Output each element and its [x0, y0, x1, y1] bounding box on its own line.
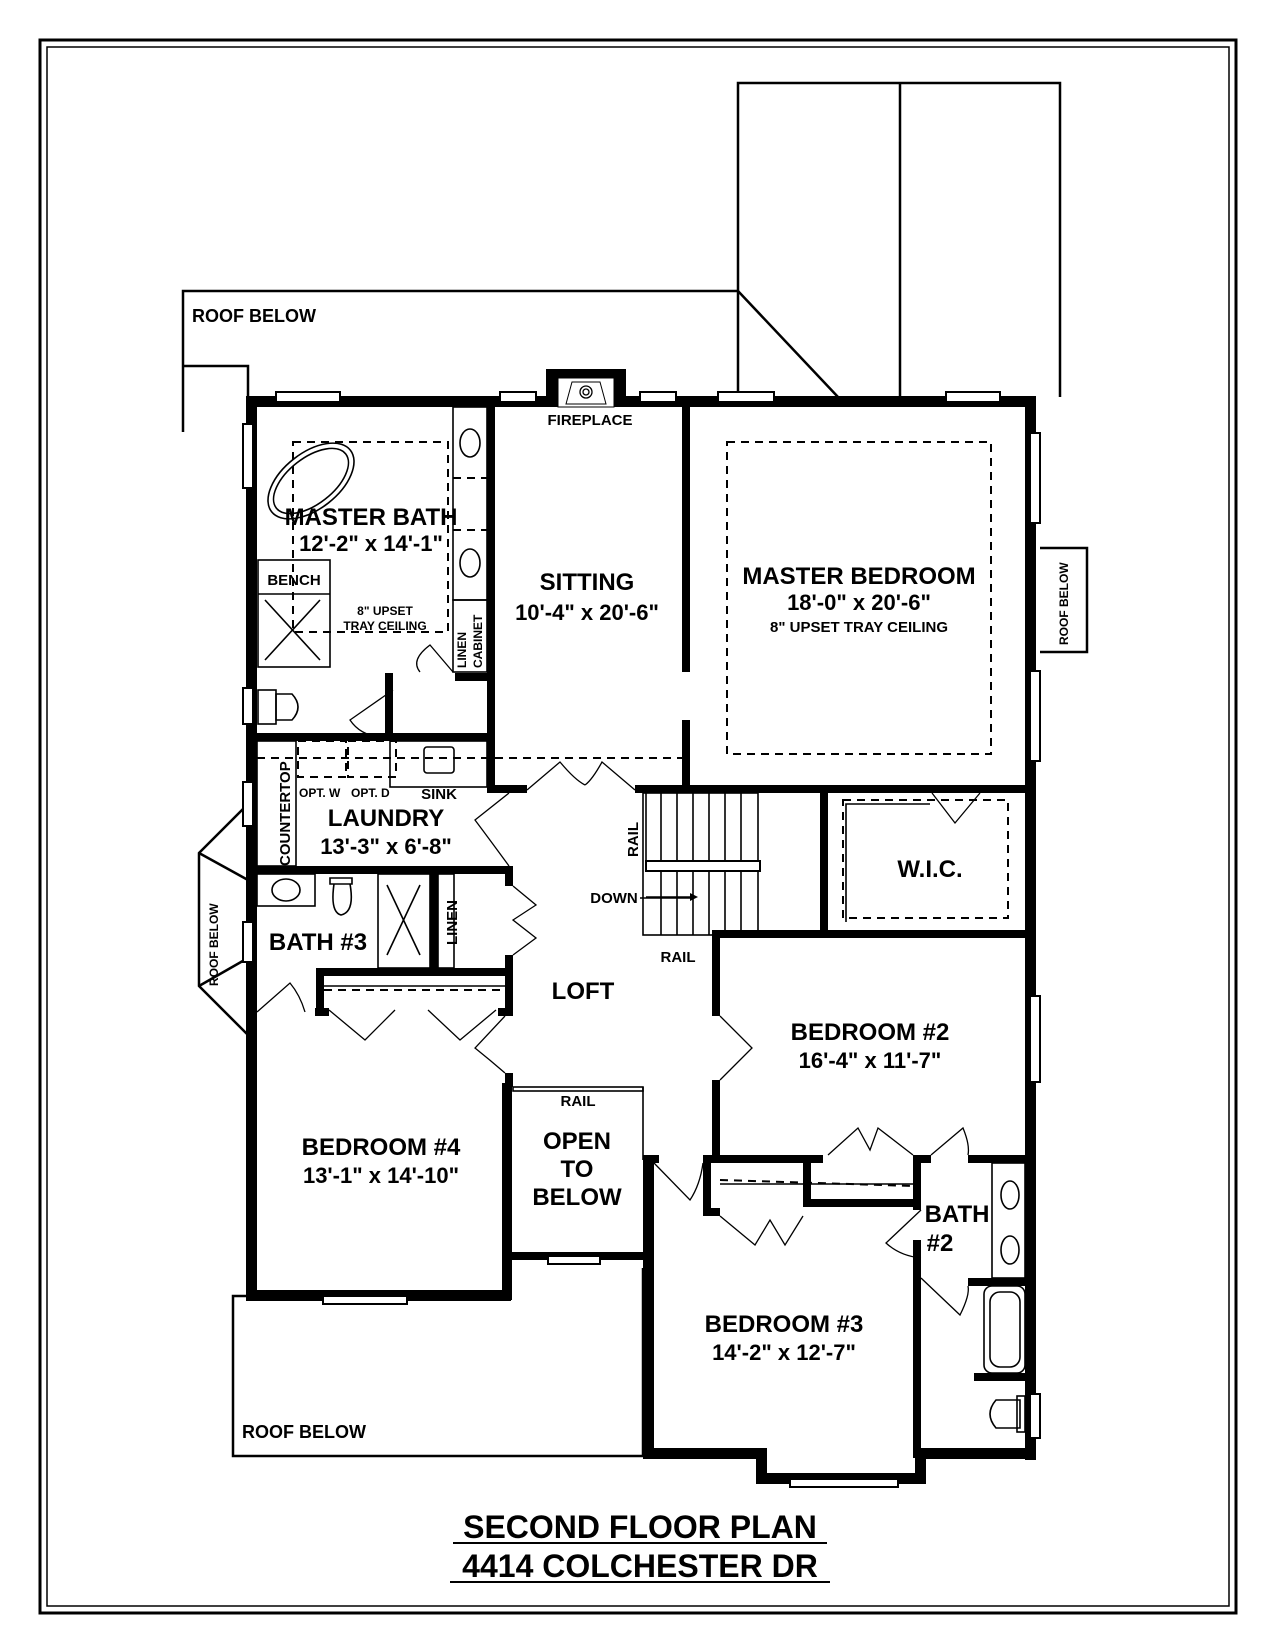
roof-below-top-left: ROOF BELOW — [192, 306, 316, 326]
linen-cabinet-label-2: CABINET — [471, 614, 485, 668]
bench-label: BENCH — [267, 572, 320, 589]
fixtures-lines — [256, 406, 1026, 1433]
down-label: DOWN — [590, 890, 638, 907]
sheet-border — [38, 38, 1238, 1615]
title-line-1: SECOND FLOOR PLAN — [463, 1509, 817, 1545]
open-rail-label: RAIL — [561, 1093, 596, 1110]
bedroom-4-dims: 13'-1" x 14'-10" — [303, 1163, 459, 1188]
stair-rail-label-top: RAIL — [625, 822, 642, 857]
opt-d-label: OPT. D — [351, 786, 390, 800]
opt-w-label: OPT. W — [299, 786, 341, 800]
sitting-label: SITTING — [540, 569, 635, 596]
master-bath-note-2: TRAY CEILING — [343, 619, 426, 633]
roof-below-right: ROOF BELOW — [1057, 562, 1071, 645]
fireplace-label: FIREPLACE — [547, 412, 632, 429]
stair-rail-label-bottom: RAIL — [661, 949, 696, 966]
roof-below-left: ROOF BELOW — [207, 903, 221, 986]
bedroom-4-label: BEDROOM #4 — [302, 1134, 461, 1161]
laundry-dims: 13'-3" x 6'-8" — [320, 834, 452, 859]
drawing-title: SECOND FLOOR PLAN 4414 COLCHESTER DR — [450, 1509, 830, 1584]
master-bedroom-label: MASTER BEDROOM — [742, 563, 975, 590]
master-bath-label: MASTER BATH — [285, 504, 458, 531]
sink-label: SINK — [421, 786, 457, 803]
room-labels: MASTER BATH 12'-2" x 14'-1" 8" UPSET TRA… — [269, 504, 990, 1365]
open-to-below-line-2: TO — [561, 1156, 594, 1183]
bedroom-2-dims: 16'-4" x 11'-7" — [799, 1048, 942, 1073]
roof-below-bottom: ROOF BELOW — [242, 1422, 366, 1442]
open-to-below-line-3: BELOW — [532, 1184, 622, 1211]
bedroom-3-label: BEDROOM #3 — [705, 1311, 864, 1338]
door-swings — [256, 644, 981, 1317]
linen-label: LINEN — [444, 900, 461, 945]
title-line-2: 4414 COLCHESTER DR — [462, 1548, 818, 1584]
master-bedroom-note: 8" UPSET TRAY CEILING — [770, 619, 948, 636]
interior-walls — [246, 396, 1035, 1458]
fixture-labels: FIREPLACE BENCH LINEN CABINET COUNTERTOP… — [267, 412, 695, 1110]
roof-labels: ROOF BELOW ROOF BELOW ROOF BELOW ROOF BE… — [192, 306, 1071, 1442]
master-bedroom-dims: 18'-0" x 20'-6" — [787, 590, 931, 615]
bath-2-line-2: #2 — [927, 1230, 954, 1257]
master-bath-note-1: 8" UPSET — [357, 604, 413, 618]
linen-cabinet-label-1: LINEN — [455, 632, 469, 668]
loft-label: LOFT — [552, 978, 615, 1005]
bath-3-label: BATH #3 — [269, 929, 367, 956]
open-to-below-line-1: OPEN — [543, 1128, 611, 1155]
laundry-label: LAUNDRY — [328, 805, 444, 832]
bedroom-2-label: BEDROOM #2 — [791, 1019, 950, 1046]
bath-2-line-1: BATH — [925, 1201, 990, 1228]
bedroom-3-dims: 14'-2" x 12'-7" — [712, 1340, 856, 1365]
wic-label: W.I.C. — [897, 856, 962, 883]
windows — [242, 391, 1041, 1488]
sitting-dims: 10'-4" x 20'-6" — [515, 600, 659, 625]
countertop-label: COUNTERTOP — [277, 761, 294, 866]
master-bath-dims: 12'-2" x 14'-1" — [299, 531, 443, 556]
